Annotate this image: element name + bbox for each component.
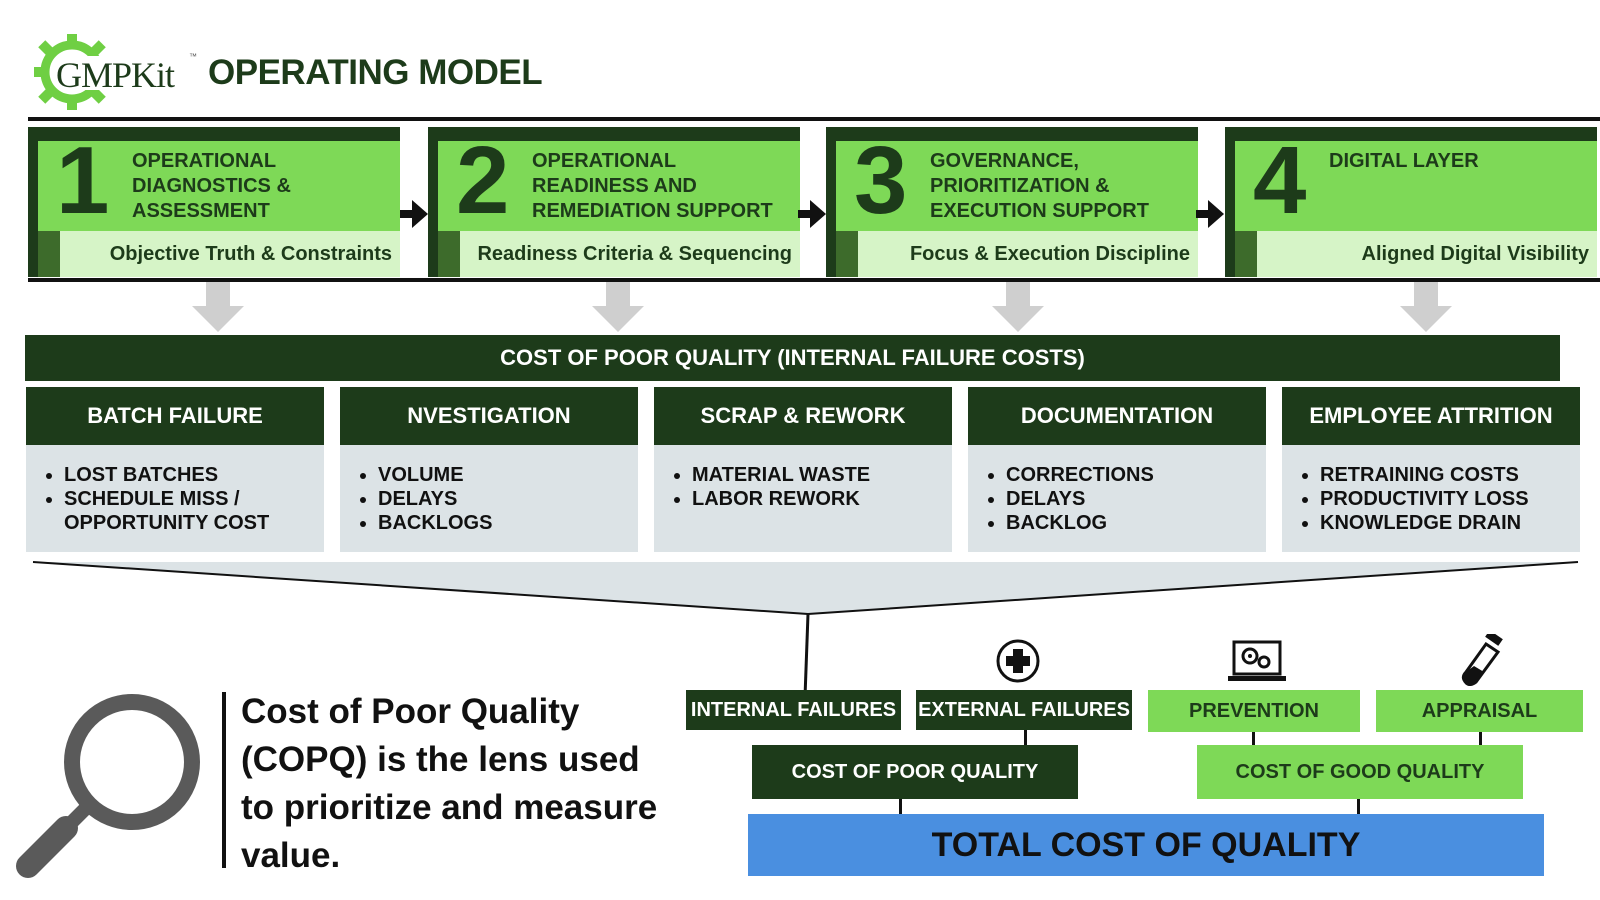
step-subtitle: Readiness Criteria & Sequencing xyxy=(477,243,792,265)
step-label: GOVERNANCE, PRIORITIZATION & EXECUTION S… xyxy=(930,150,1149,222)
down-arrow-icon xyxy=(1400,282,1452,332)
down-arrow-icon xyxy=(992,282,1044,332)
lens-line: value. xyxy=(241,836,341,875)
step-arrow-right-icon xyxy=(412,200,428,228)
step-label: DIGITAL LAYER xyxy=(1329,150,1479,172)
cost-of-poor-quality-box: COST OF POOR QUALITY xyxy=(752,745,1078,799)
step-number: 2 xyxy=(456,127,510,234)
step-subtitle: Focus & Execution Discipline xyxy=(909,243,1190,265)
step-subtitle: Aligned Digital Visibility xyxy=(1361,243,1589,265)
category-title: BATCH FAILURE xyxy=(26,387,324,445)
list-item: PRODUCTIVITY LOSS xyxy=(1320,487,1529,511)
copq-banner: COST OF POOR QUALITY (INTERNAL FAILURE C… xyxy=(25,335,1560,381)
list-item: BACKLOG xyxy=(1006,511,1154,535)
category-title: DOCUMENTATION xyxy=(968,387,1266,445)
prevention-box: PREVENTION xyxy=(1148,690,1360,732)
category-title: EMPLOYEE ATTRITION xyxy=(1282,387,1580,445)
category-scrap-rework: SCRAP & REWORK MATERIAL WASTE LABOR REWO… xyxy=(654,387,952,552)
lens-line: Cost of Poor Quality xyxy=(241,692,580,731)
list-item: LABOR REWORK xyxy=(692,487,870,511)
medical-cross-icon xyxy=(996,639,1040,683)
top-rule xyxy=(28,117,1600,121)
down-arrow-icon xyxy=(592,282,644,332)
step-number: 3 xyxy=(854,127,908,234)
list-item: MATERIAL WASTE xyxy=(692,463,870,487)
step-1-card: 1 OPERATIONAL DIAGNOSTICS & ASSESSMENT O… xyxy=(28,127,400,277)
category-employee-attrition: EMPLOYEE ATTRITION RETRAINING COSTS PROD… xyxy=(1282,387,1580,552)
step-arrow-stem xyxy=(798,210,812,218)
connector-line xyxy=(1357,799,1360,815)
list-item: KNOWLEDGE DRAIN xyxy=(1320,511,1529,535)
connector-line xyxy=(899,799,902,815)
total-cost-of-quality-box: TOTAL COST OF QUALITY xyxy=(748,814,1544,876)
logo-trademark: ™ xyxy=(189,52,197,61)
lens-statement: Cost of Poor Quality (COPQ) is the lens … xyxy=(241,688,681,880)
list-item: VOLUME xyxy=(378,463,492,487)
logo: GMPKit ™ xyxy=(34,34,204,114)
connector-line xyxy=(1252,732,1255,746)
list-item: RETRAINING COSTS xyxy=(1320,463,1529,487)
category-title: SCRAP & REWORK xyxy=(654,387,952,445)
gear-icon xyxy=(34,34,114,110)
lens-line: (COPQ) is the lens used xyxy=(241,740,640,779)
page-title: OPERATING MODEL xyxy=(208,53,543,92)
list-item: CORRECTIONS xyxy=(1006,463,1154,487)
magnifier-icon xyxy=(16,694,200,878)
funnel-shape xyxy=(33,562,1578,614)
cost-of-good-quality-box: COST OF GOOD QUALITY xyxy=(1197,745,1523,799)
step-arrow-right-icon xyxy=(810,200,826,228)
list-item: BACKLOGS xyxy=(378,511,492,535)
bottom-rule xyxy=(28,278,1600,282)
logo-text: GMPKit xyxy=(56,55,175,95)
list-item: DELAYS xyxy=(1006,487,1154,511)
step-arrow-stem xyxy=(400,210,414,218)
step-label: OPERATIONAL DIAGNOSTICS & ASSESSMENT xyxy=(132,150,291,222)
external-failures-box: EXTERNAL FAILURES xyxy=(916,690,1132,730)
list-item: SCHEDULE MISS / OPPORTUNITY COST xyxy=(64,487,284,535)
funnel-stem xyxy=(803,613,810,698)
step-3-card: 3 GOVERNANCE, PRIORITIZATION & EXECUTION… xyxy=(826,127,1198,277)
connector-line xyxy=(1479,732,1482,746)
step-arrow-right-icon xyxy=(1208,200,1224,228)
lens-line: to prioritize and measure xyxy=(241,788,658,827)
category-title: NVESTIGATION xyxy=(340,387,638,445)
step-subtitle: Objective Truth & Constraints xyxy=(109,243,392,265)
step-number: 1 xyxy=(56,127,110,234)
list-item: DELAYS xyxy=(378,487,492,511)
step-number: 4 xyxy=(1253,127,1307,234)
funnel-edge xyxy=(807,561,1579,615)
category-documentation: DOCUMENTATION CORRECTIONS DELAYS BACKLOG xyxy=(968,387,1266,552)
appraisal-box: APPRAISAL xyxy=(1376,690,1583,732)
category-investigation: NVESTIGATION VOLUME DELAYS BACKLOGS xyxy=(340,387,638,552)
test-tube-icon xyxy=(1461,634,1503,686)
step-4-card: 4 DIGITAL LAYER Aligned Digital Visibili… xyxy=(1225,127,1597,277)
list-item: LOST BATCHES xyxy=(64,463,284,487)
laptop-gears-icon xyxy=(1228,640,1286,681)
step-2-card: 2 OPERATIONAL READINESS AND REMEDIATION … xyxy=(428,127,800,277)
down-arrow-icon xyxy=(192,282,244,332)
lens-divider xyxy=(222,692,226,868)
internal-failures-box: INTERNAL FAILURES xyxy=(686,690,901,730)
connector-line xyxy=(1024,730,1027,746)
step-label: OPERATIONAL READINESS AND REMEDIATION SU… xyxy=(532,150,773,222)
step-arrow-stem xyxy=(1196,210,1210,218)
funnel-edge xyxy=(32,561,809,615)
category-batch-failure: BATCH FAILURE LOST BATCHES SCHEDULE MISS… xyxy=(26,387,324,552)
